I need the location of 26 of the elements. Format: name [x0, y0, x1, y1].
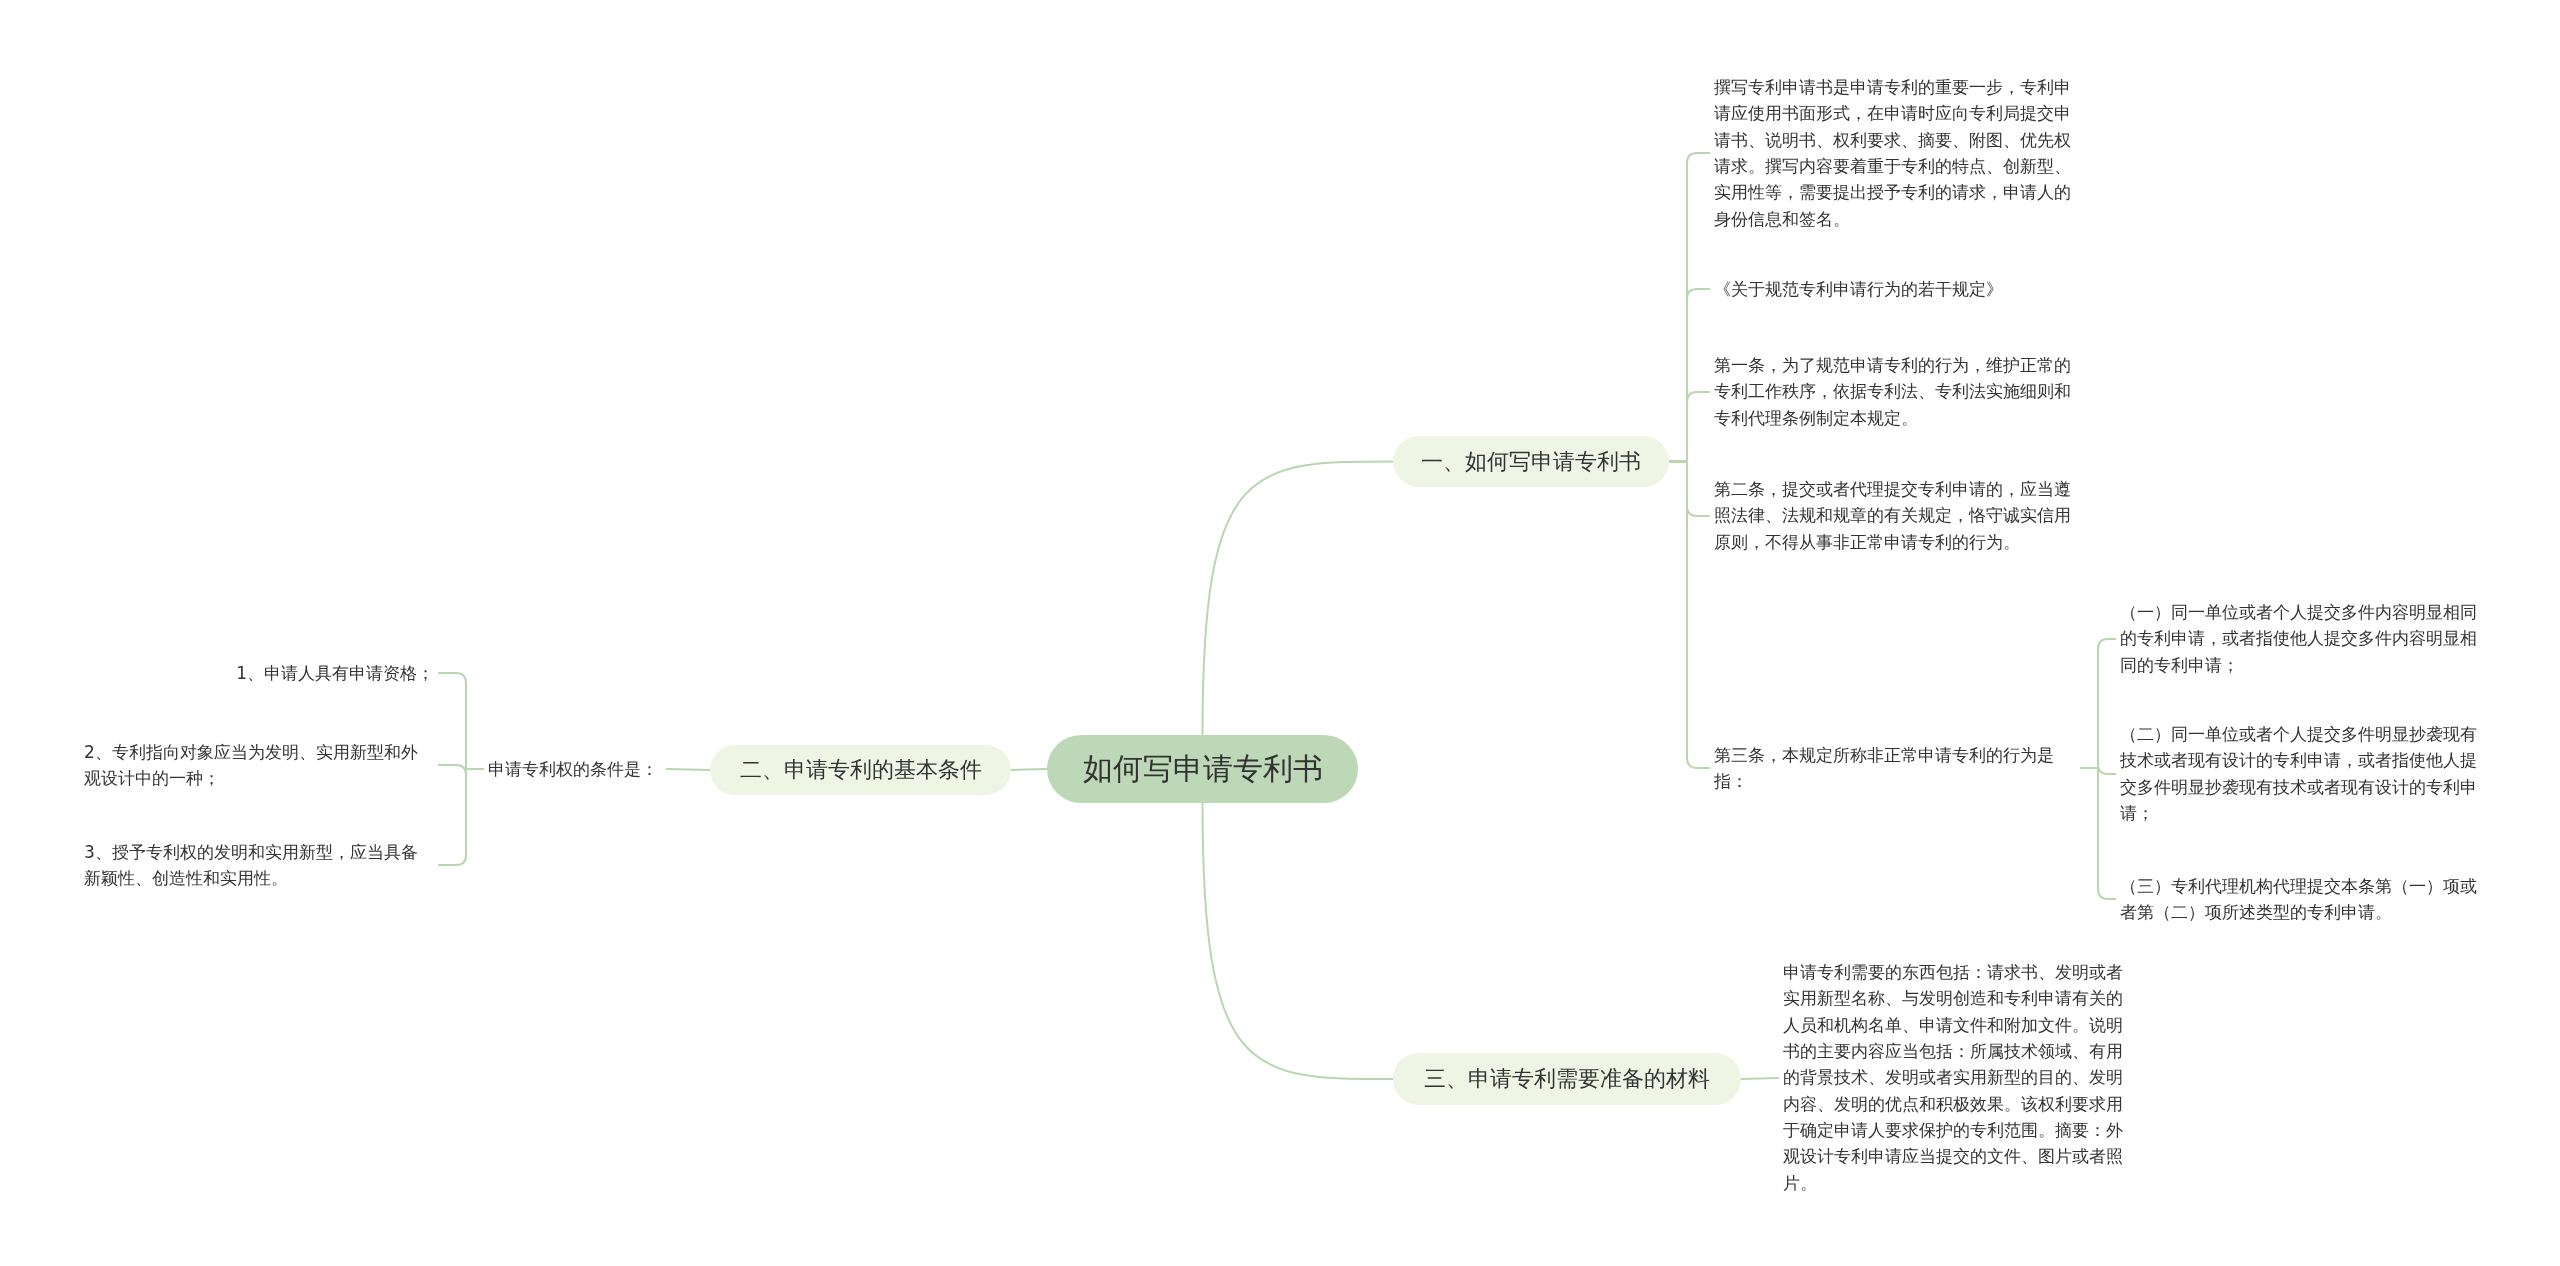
subtopic-text: 申请专利需要的东西包括：请求书、发明或者实用新型名称、与发明创造和专利申请有关的人员和机构名单、申请文件和附加文件。说明书的主要内容应当包括：所属技术领域、有用的背景技术、发明或者实用新型的目的、发明内容、发明的优点和积极效果。该权利要求用于确定申请人要求保护的专利范围。摘要：外观设计专利申请应当提交的文件、图片或者照片。	[1783, 961, 2124, 1196]
connector-line	[1201, 460, 1394, 736]
connector-line	[1668, 460, 1711, 769]
subtopic-text: 1、申请人具有申请资格；	[235, 661, 434, 685]
topic-box	[1393, 436, 1669, 487]
subtopic-text: 撰写专利申请书是申请专利的重要一步，专利申请应使用书面形式，在申请时应向专利局提交申请书、说明书、权利要求、摘要、附图、优先权请求。撰写内容要着重于专利的特点、创新型、实用性等，需要提出授予专利的请求，申请人的身份信息和签名。	[1714, 75, 2072, 231]
subtopic-text: 第二条，提交或者代理提交专利申请的，应当遵照法律、法规和规章的有关规定，恪守诚实信用原则，不得从事非正常申请专利的行为。	[1714, 478, 2072, 555]
connector-line	[1201, 802, 1394, 1080]
topic-label: 三、申请专利需要准备的材料	[1424, 1065, 1710, 1093]
topic-label: 如何写申请专利书	[1082, 749, 1323, 788]
subtopic-text: 2、专利指向对象应当为发明、实用新型和外观设计中的一种；	[84, 740, 419, 790]
subtopic-text: 《关于规范专利申请行为的若干规定》	[1714, 277, 2004, 301]
connector-line	[665, 768, 711, 771]
subtopic-text: （二）同一单位或者个人提交多件明显抄袭现有技术或者现有设计的专利申请，或者指使他人提交多件明显抄袭现有技术或者现有设计的专利申请；	[2120, 723, 2478, 826]
subtopic-text: 第一条，为了规范申请专利的行为，维护正常的专利工作秩序，依据专利法、专利法实施细则和专利代理条例制定本规定。	[1714, 354, 2072, 431]
connector-line	[1740, 1077, 1780, 1080]
topic-label: 二、申请专利的基本条件	[739, 756, 982, 784]
connector-line	[1010, 768, 1048, 771]
subtopic-text: （一）同一单位或者个人提交多件内容明显相同的专利申请，或者指使他人提交多件内容明显相同的专利申请；	[2120, 601, 2478, 678]
topic-box	[710, 745, 1011, 795]
subtopic-text: 3、授予专利权的发明和实用新型，应当具备新颖性、创造性和实用性。	[84, 840, 419, 890]
topic-box	[1393, 1053, 1741, 1105]
topic-label: 一、如何写申请专利书	[1421, 447, 1641, 476]
subtopic-text: （三）专利代理机构代理提交本条第（一）项或者第（二）项所述类型的专利申请。	[2120, 874, 2478, 924]
subtopic-text: 申请专利权的条件是：	[488, 757, 659, 781]
subtopic-text: 第三条，本规定所称非正常申请专利的行为是指：	[1714, 743, 2055, 793]
